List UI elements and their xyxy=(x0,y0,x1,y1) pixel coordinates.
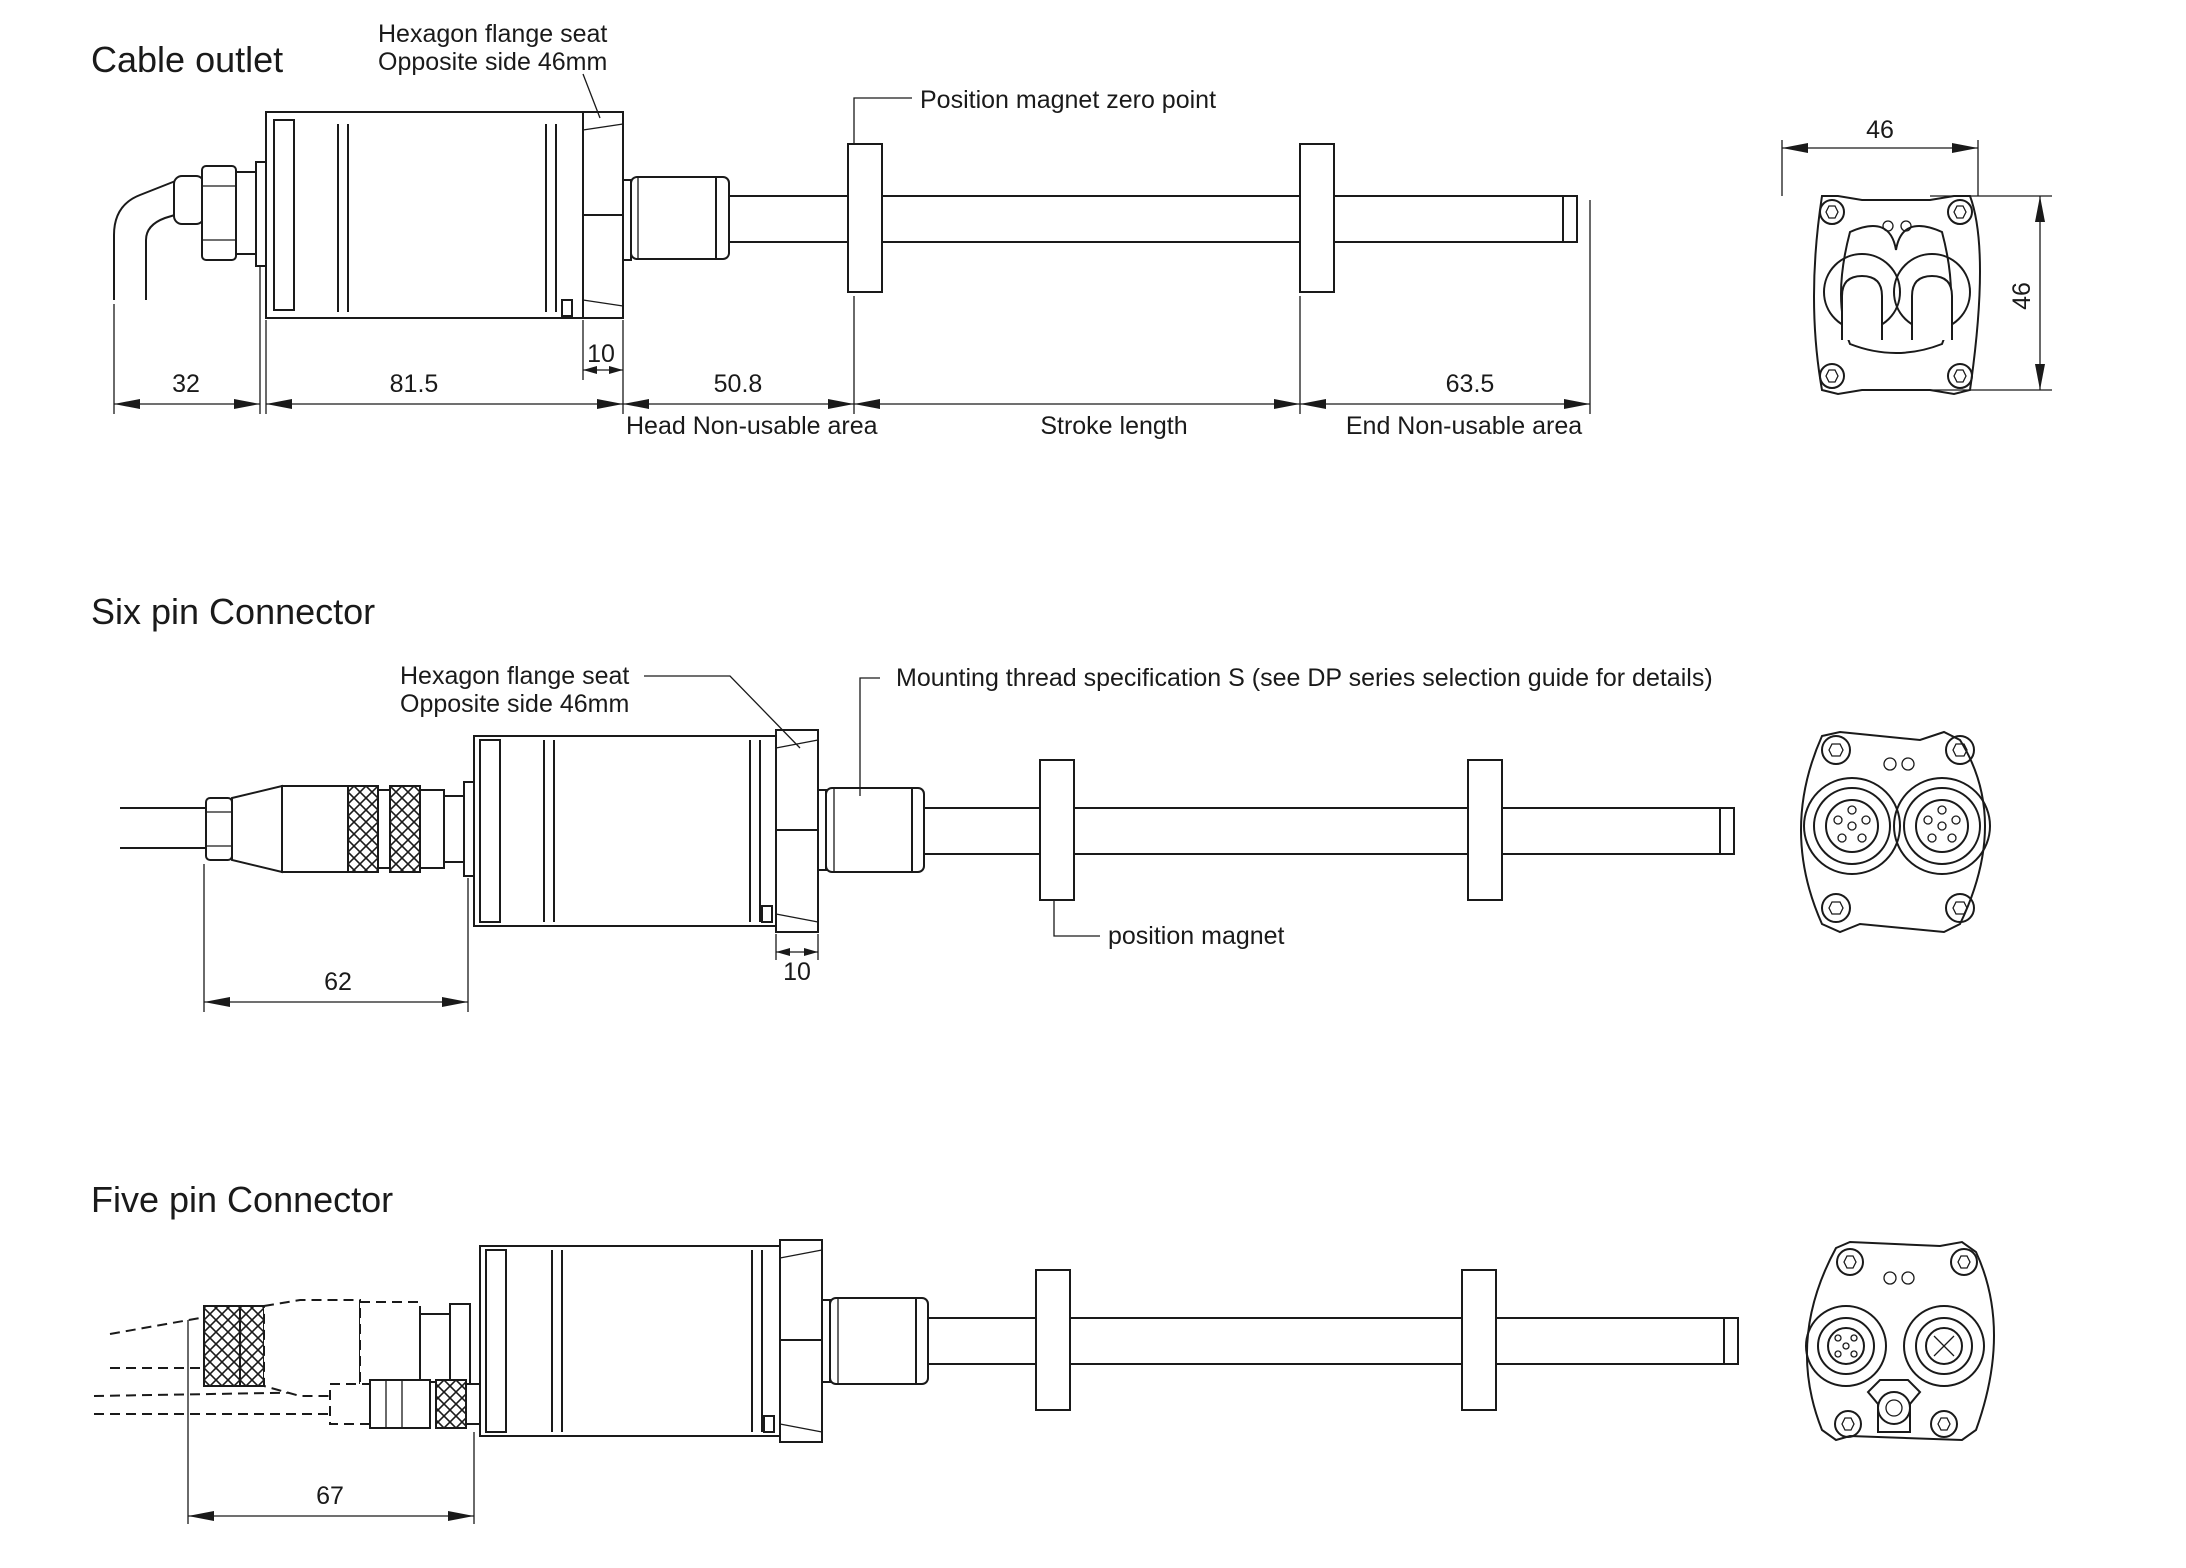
svg-text:63.5: 63.5 xyxy=(1446,370,1495,398)
end-view-width: 46 xyxy=(1866,116,1894,144)
section-cable-outlet: Cable outlet xyxy=(91,20,2052,440)
position-magnet xyxy=(1035,1269,1071,1411)
end-view-six-pin xyxy=(1800,730,1991,934)
section-title: Five pin Connector xyxy=(91,1179,393,1220)
dim-head: 50.8 xyxy=(623,370,854,409)
position-magnet xyxy=(1039,759,1075,901)
magnet-leader xyxy=(1053,900,1100,937)
zone-stroke-label: Stroke length xyxy=(1040,412,1187,440)
mounting-thread xyxy=(825,787,925,873)
dim-body: 81.5 xyxy=(266,370,623,409)
thread-label: Mounting thread specification S (see DP … xyxy=(896,664,1713,692)
dim-end: 63.5 xyxy=(1300,370,1590,409)
svg-text:10: 10 xyxy=(587,340,615,368)
mounting-thread xyxy=(630,176,730,260)
cable-gland xyxy=(173,161,267,267)
svg-text:50.8: 50.8 xyxy=(714,370,763,398)
position-magnet-zero xyxy=(847,143,883,293)
section-six-pin: Six pin Connector xyxy=(91,591,1991,1012)
extension-lines xyxy=(113,200,1591,414)
svg-text:81.5: 81.5 xyxy=(390,370,439,398)
end-view-cable: 46 46 xyxy=(1781,116,2052,396)
sensor-housing xyxy=(265,111,584,319)
position-magnet-end xyxy=(1299,143,1335,293)
zone-head-label: Head Non-usable area xyxy=(626,412,878,440)
section-five-pin: Five pin Connector xyxy=(91,1179,1995,1524)
svg-text:62: 62 xyxy=(324,968,352,996)
five-pin-plug-lower xyxy=(329,1379,481,1429)
position-magnet-end xyxy=(1461,1269,1497,1411)
dim-flange: 10 xyxy=(583,340,623,374)
dim-cable: 32 xyxy=(114,370,260,409)
end-view-height: 46 xyxy=(2008,282,2036,310)
zone-end-label: End Non-usable area xyxy=(1346,412,1582,440)
hex-flange xyxy=(779,1239,831,1443)
sensor-housing xyxy=(473,735,777,927)
hex-flange-label-2: Opposite side 46mm xyxy=(378,48,607,76)
cable xyxy=(113,179,179,300)
hex-leader xyxy=(644,675,801,749)
section-title: Six pin Connector xyxy=(91,591,375,632)
dim-stroke xyxy=(854,399,1300,409)
dim-flange: 10 xyxy=(775,934,819,986)
hex-flange-label-1: Hexagon flange seat xyxy=(378,20,607,48)
zero-point-leader xyxy=(853,97,912,144)
magnet-label: position magnet xyxy=(1108,922,1285,950)
hex-flange xyxy=(582,111,632,319)
position-magnet-end xyxy=(1467,759,1503,901)
svg-text:32: 32 xyxy=(172,370,200,398)
mounting-thread xyxy=(829,1297,929,1385)
six-pin-plug xyxy=(205,781,475,877)
section-title: Cable outlet xyxy=(91,39,283,80)
svg-text:67: 67 xyxy=(316,1482,344,1510)
hex-flange xyxy=(775,729,827,933)
hex-leader xyxy=(582,73,601,119)
sensor-housing xyxy=(479,1245,781,1437)
hex-flange-label-2: Opposite side 46mm xyxy=(400,690,629,718)
svg-text:10: 10 xyxy=(783,958,811,986)
zero-point-label: Position magnet zero point xyxy=(920,86,1216,114)
hex-flange-label-1: Hexagon flange seat xyxy=(400,662,629,690)
thread-leader xyxy=(859,677,880,796)
end-view-five-pin xyxy=(1805,1240,1995,1442)
dim-connector: 62 xyxy=(203,864,469,1012)
dim-connector: 67 xyxy=(187,1320,475,1524)
